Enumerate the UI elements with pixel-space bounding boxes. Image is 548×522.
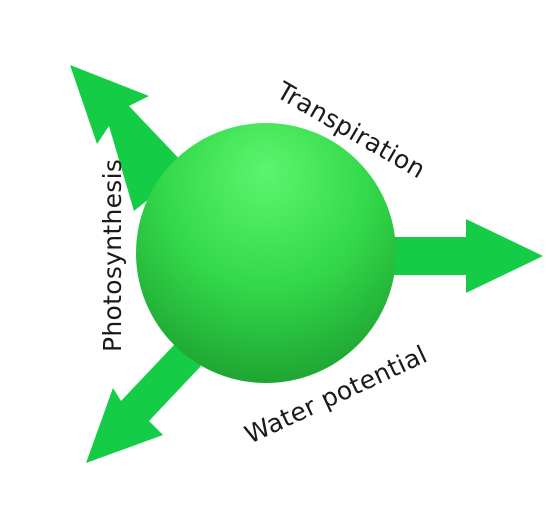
label-photosynthesis: Photosynthesis	[98, 159, 127, 352]
arrow-up-left	[70, 65, 186, 211]
arrow-down-left	[86, 327, 201, 463]
central-sphere	[136, 123, 396, 383]
arrow-right	[380, 219, 543, 293]
